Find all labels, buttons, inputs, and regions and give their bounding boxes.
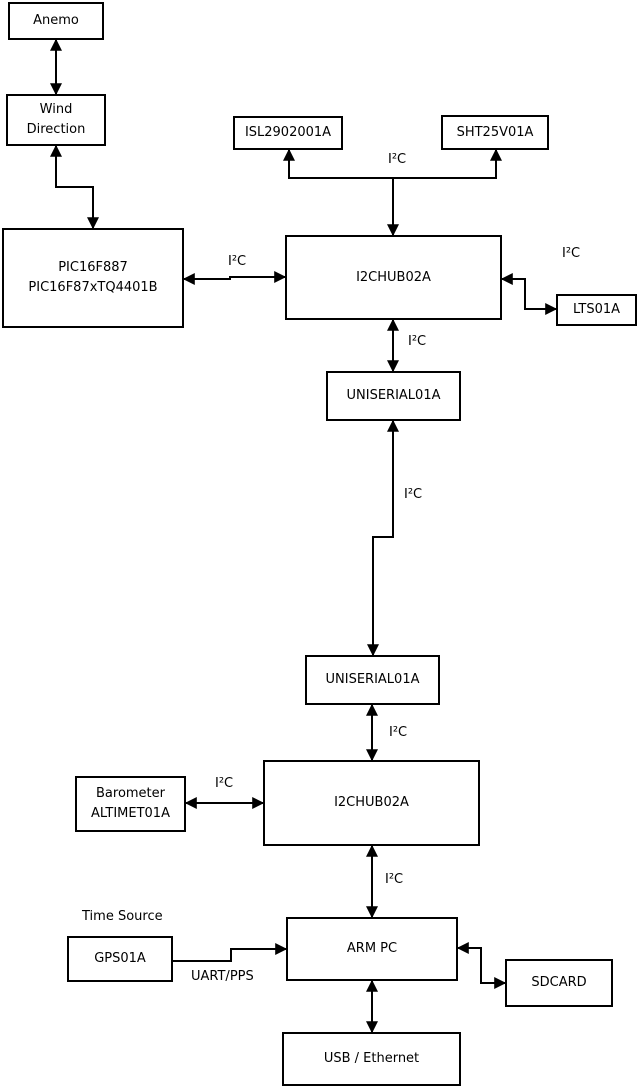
edge-label-i2c-uni1-uni2: I²C xyxy=(404,487,423,502)
node-i2chub-1: I2CHUB02A xyxy=(285,235,502,320)
node-sht: SHT25V01A xyxy=(441,115,549,150)
edge-gps-armpc xyxy=(173,943,288,962)
node-anemo: Anemo xyxy=(8,2,104,40)
edge-label-i2c-pic: I²C xyxy=(228,254,247,269)
node-gps: GPS01A xyxy=(67,936,173,982)
node-uniserial-1: UNISERIAL01A xyxy=(326,371,461,421)
node-i2chub-2: I2CHUB02A xyxy=(263,760,480,846)
node-lts: LTS01A xyxy=(556,294,637,326)
node-pic: PIC16F887 PIC16F87xTQ4401B xyxy=(2,228,184,328)
edge-label-i2c-hub1-uni1: I²C xyxy=(408,334,427,349)
edge-label-time-source: Time Source xyxy=(82,909,163,924)
node-sdcard: SDCARD xyxy=(505,959,613,1007)
edge-label-uart-pps: UART/PPS xyxy=(191,969,254,984)
edge-armpc-sdcard xyxy=(456,942,507,989)
node-uniserial-2: UNISERIAL01A xyxy=(305,655,440,705)
edge-label-i2c-hub2-arm: I²C xyxy=(385,872,404,887)
node-wind-direction: Wind Direction xyxy=(6,94,106,146)
edge-stem-sht xyxy=(393,148,502,179)
edge-stem-isl xyxy=(283,148,393,179)
edge-label-i2c-barometer: I²C xyxy=(215,776,234,791)
edge-pic-hub1 xyxy=(182,271,287,285)
node-arm-pc: ARM PC xyxy=(286,917,458,981)
edge-hub1-lts xyxy=(500,273,558,315)
node-usb-ethernet: USB / Ethernet xyxy=(282,1032,461,1086)
edge-label-i2c-lts: I²C xyxy=(562,246,581,261)
node-barometer: Barometer ALTIMET01A xyxy=(75,776,186,832)
edge-label-i2c-uni2-hub2: I²C xyxy=(389,725,408,740)
node-isl: ISL2902001A xyxy=(233,116,343,150)
edge-label-i2c-sensors: I²C xyxy=(388,152,407,167)
edge-wind-pic xyxy=(50,144,99,230)
edge-uniserial1-uniserial2 xyxy=(367,419,399,657)
